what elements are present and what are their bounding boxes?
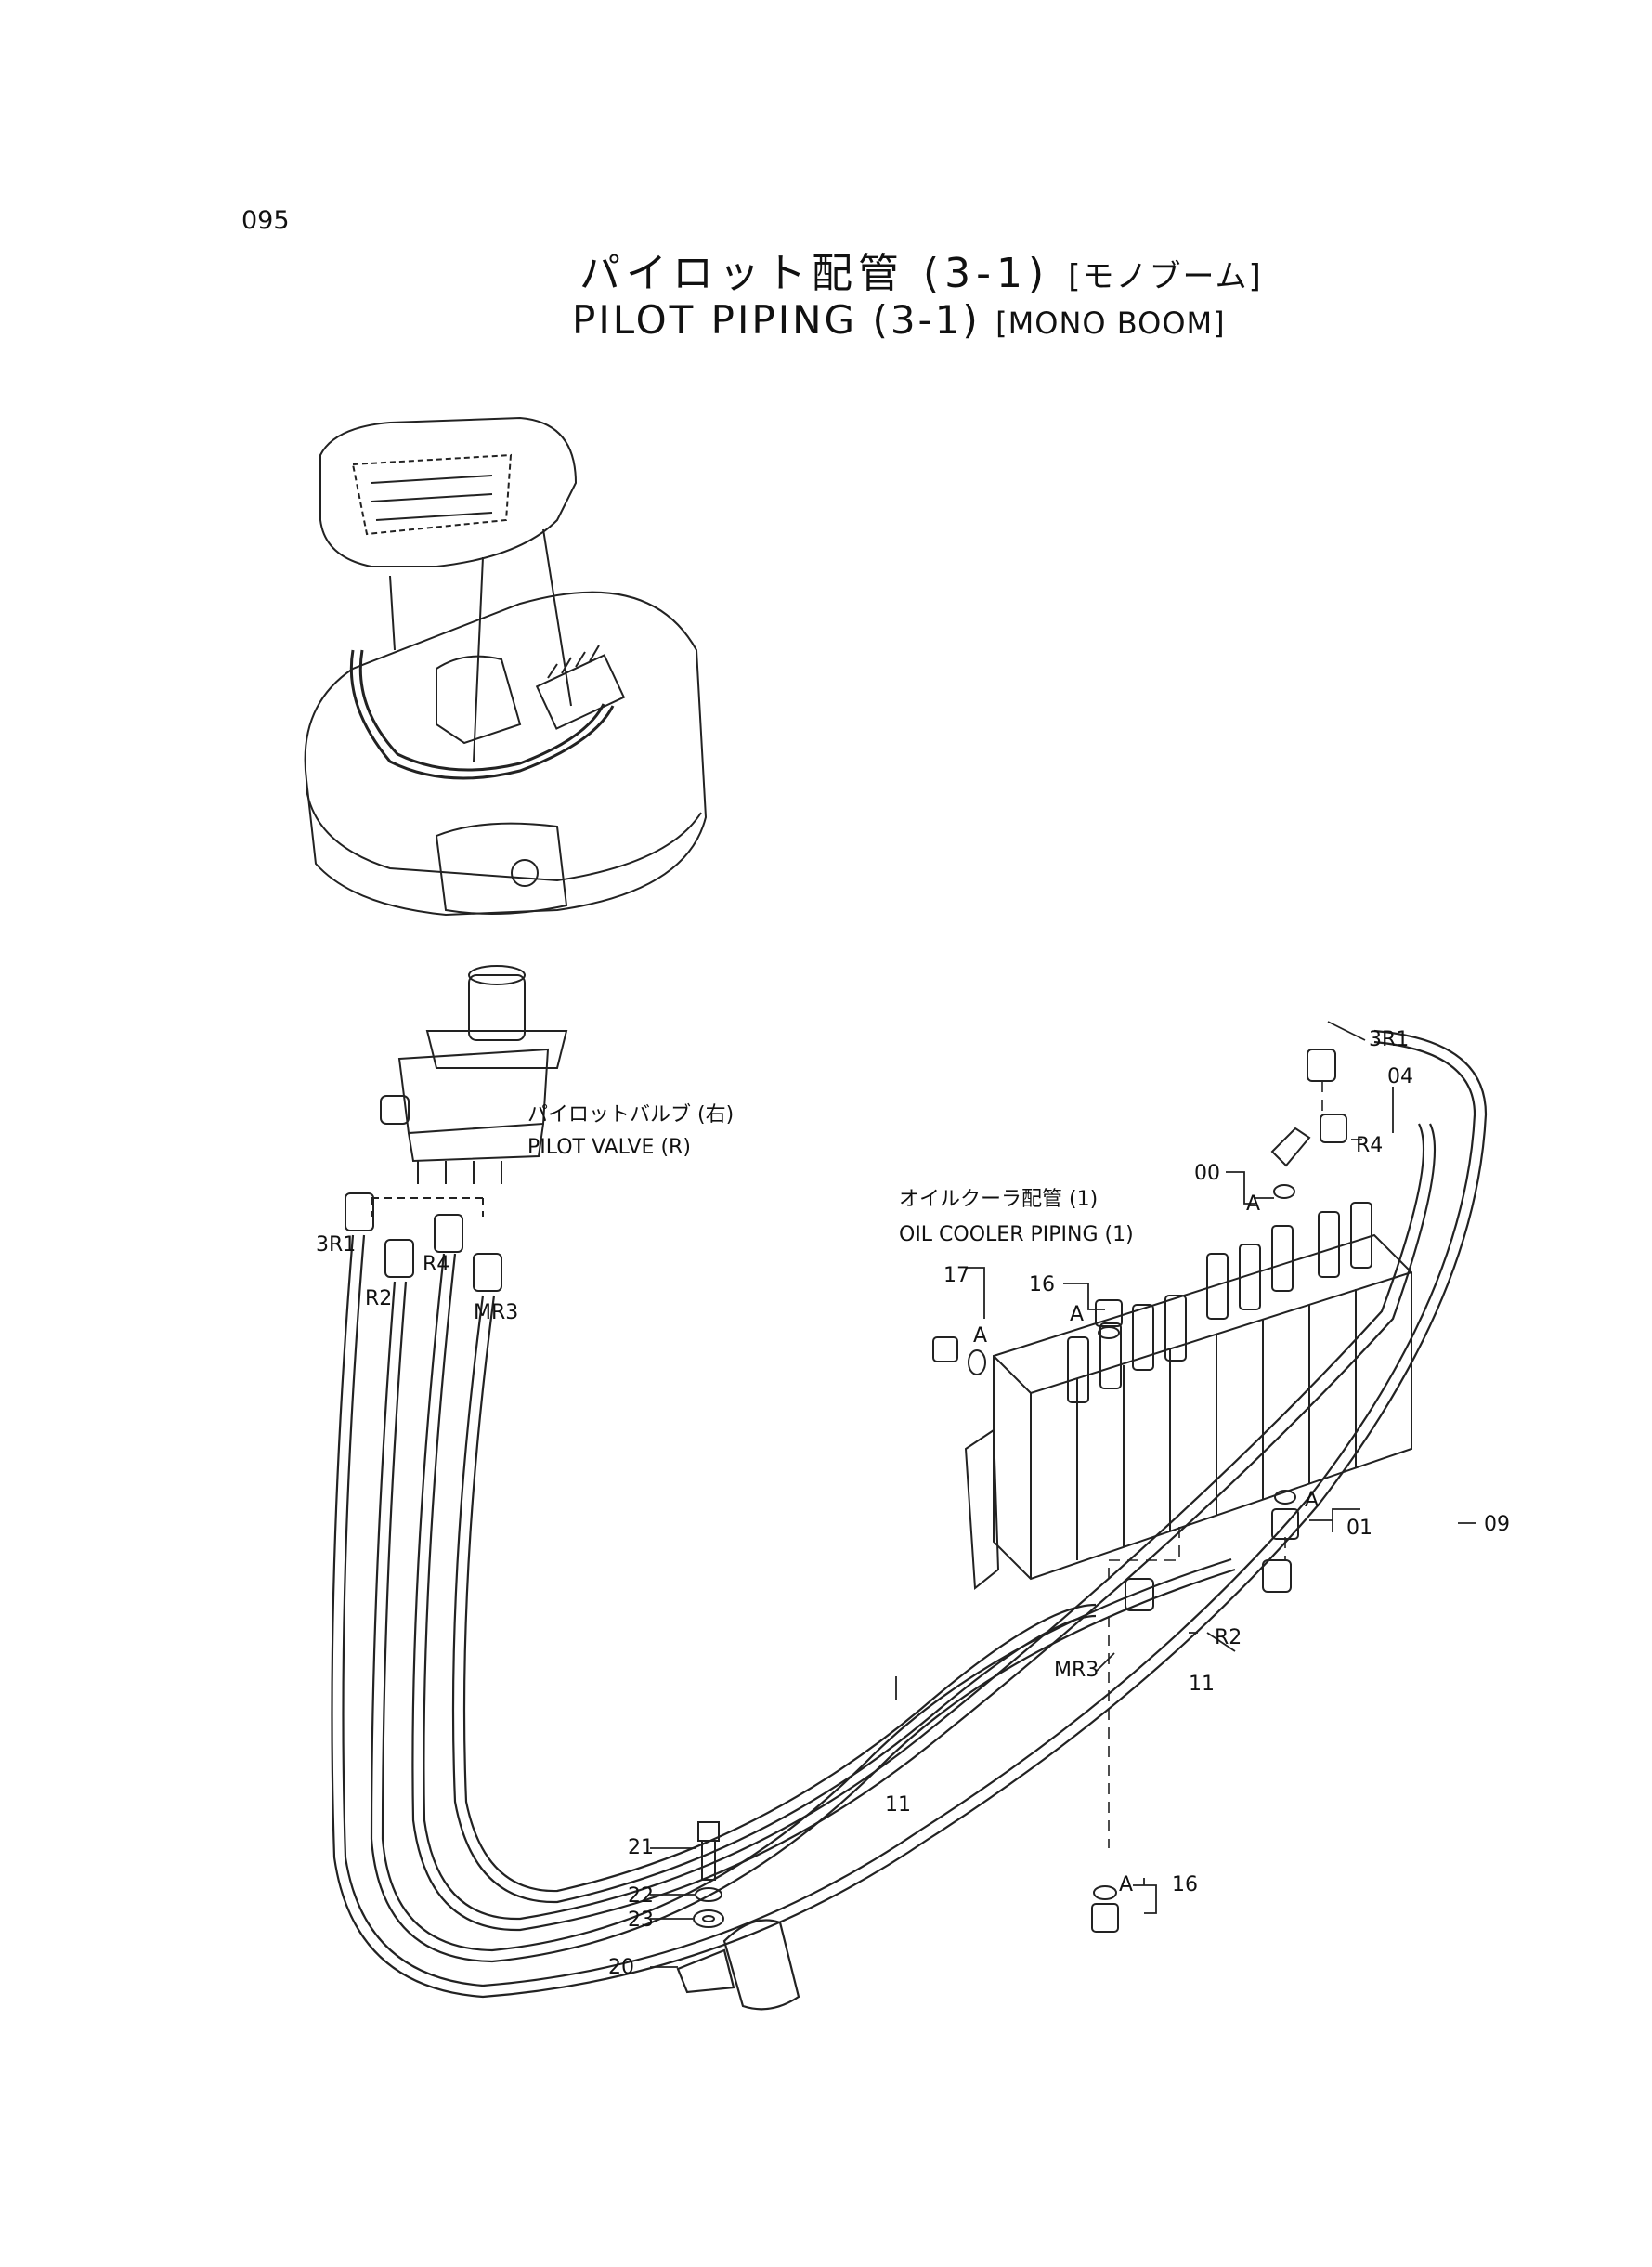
control-valve-illustration xyxy=(964,1202,1412,1590)
caption-oil-cooler-en: OIL COOLER PIPING (1) xyxy=(899,1223,1134,1246)
part-number-20: 20 xyxy=(608,1956,634,1979)
hose-clamp xyxy=(676,1919,800,2011)
part-number-11-right: 11 xyxy=(1189,1673,1215,1696)
caption-pilot-valve-en: PILOT VALVE (R) xyxy=(527,1136,691,1159)
port-label-r2-right: R2 xyxy=(1215,1626,1242,1649)
control-valve-fittings xyxy=(932,1049,1347,1933)
part-number-21: 21 xyxy=(628,1836,654,1859)
port-label-mr3-right: MR3 xyxy=(1054,1659,1099,1682)
port-label-r4-left: R4 xyxy=(423,1253,449,1276)
part-number-17: 17 xyxy=(943,1264,969,1287)
part-number-16-bottom: 16 xyxy=(1172,1873,1198,1896)
part-number-11-left: 11 xyxy=(885,1793,911,1817)
title-japanese: パイロット配管 (3-1) [モノブーム] xyxy=(579,240,1263,299)
part-number-01: 01 xyxy=(1346,1517,1372,1540)
title-ja-number: (3-1) xyxy=(923,250,1050,297)
title-english: PILOT PIPING (3-1) [MONO BOOM] xyxy=(572,297,1226,343)
detail-mark-a-16-bottom: A xyxy=(1119,1873,1133,1896)
port-label-mr3-left: MR3 xyxy=(474,1301,518,1324)
port-label-3r1-right: 3R1 xyxy=(1369,1028,1409,1051)
port-label-r2-left: R2 xyxy=(365,1287,392,1310)
pilot-valve-illustration xyxy=(371,965,568,1217)
title-ja-subtitle: [モノブーム] xyxy=(1068,258,1263,295)
bolt-and-washers xyxy=(693,1821,724,1928)
machine-overview-illustration xyxy=(304,416,708,917)
dashed-guide-lines xyxy=(1108,1081,1323,1848)
detail-mark-a-01: A xyxy=(1305,1489,1319,1512)
title-en-subtitle: [MONO BOOM] xyxy=(995,306,1226,341)
part-number-04: 04 xyxy=(1387,1065,1413,1088)
part-number-16-top: 16 xyxy=(1029,1273,1055,1296)
leader-lines xyxy=(650,1021,1476,1968)
port-label-r4-right: R4 xyxy=(1356,1134,1383,1157)
port-label-3r1-left: 3R1 xyxy=(316,1233,356,1257)
pilot-valve-fittings xyxy=(345,1192,502,1292)
page-number: 095 xyxy=(241,206,290,235)
title-ja-main: パイロット配管 xyxy=(579,250,904,297)
title-en-main: PILOT PIPING xyxy=(572,297,858,343)
pilot-hoses xyxy=(331,1029,1488,1999)
detail-mark-a-17: A xyxy=(973,1324,987,1348)
part-number-23: 23 xyxy=(628,1909,654,1932)
title-en-number: (3-1) xyxy=(872,297,981,343)
detail-mark-a-16-top: A xyxy=(1070,1303,1084,1326)
part-number-22: 22 xyxy=(628,1884,654,1908)
caption-oil-cooler-ja: オイルクーラ配管 (1) xyxy=(899,1188,1098,1211)
part-number-00: 00 xyxy=(1194,1162,1220,1185)
caption-pilot-valve-ja: パイロットバルブ (右) xyxy=(527,1103,734,1127)
detail-mark-a-00: A xyxy=(1246,1192,1260,1216)
part-number-09: 09 xyxy=(1484,1513,1510,1536)
